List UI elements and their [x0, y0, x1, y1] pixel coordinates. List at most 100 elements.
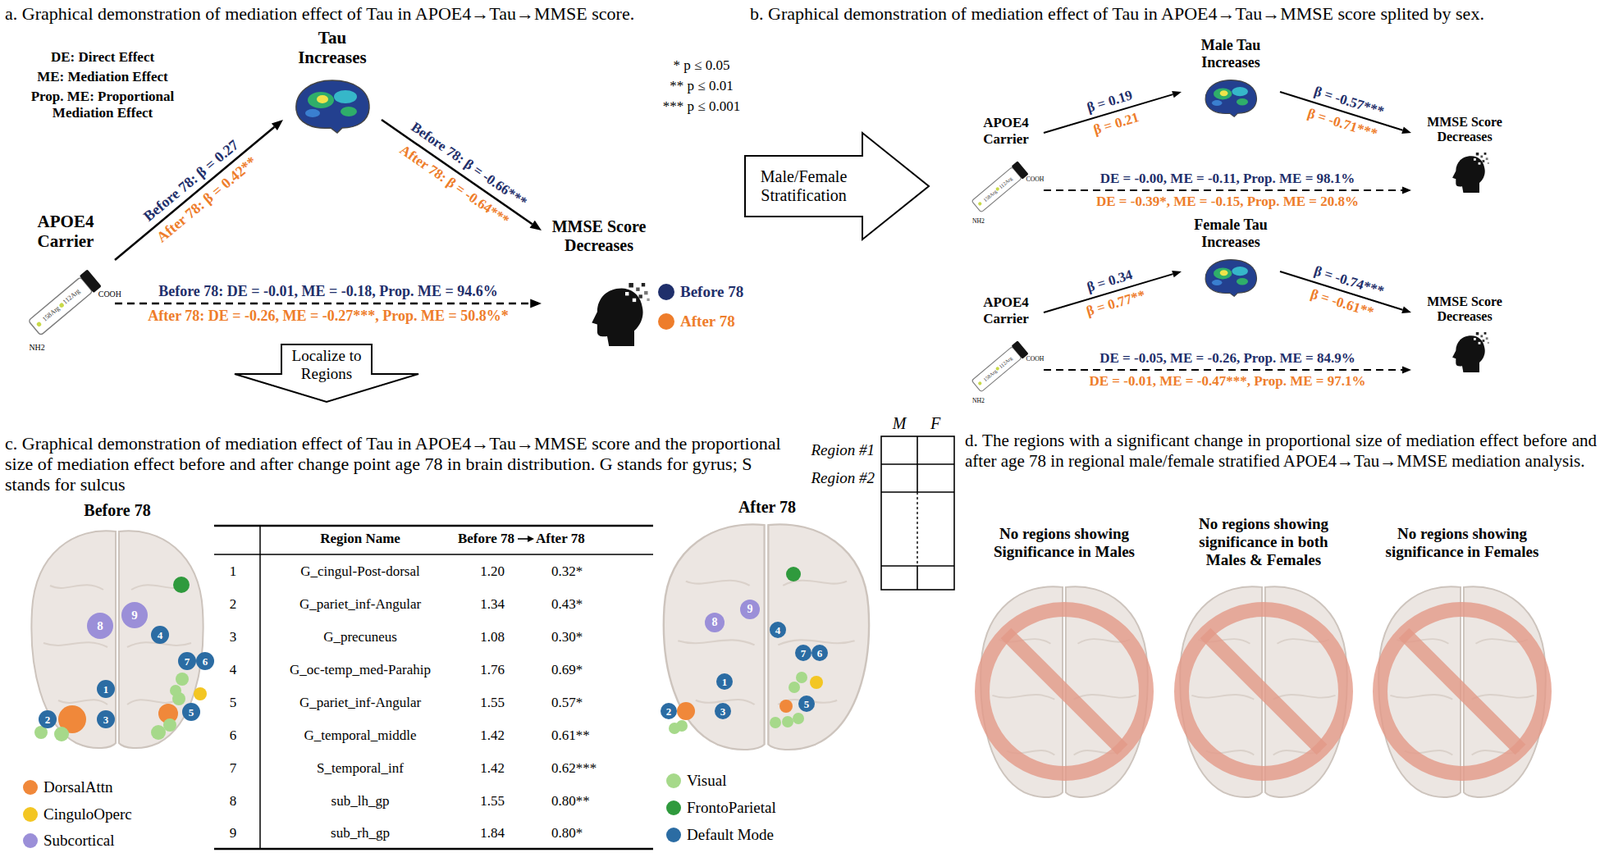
table-cell: G_temporal_middle — [304, 727, 417, 745]
prohibition-ring — [1181, 609, 1346, 774]
table-cell: 1.20 — [480, 563, 505, 581]
significance-note: *** p ≤ 0.001 — [662, 98, 741, 115]
region-dot — [175, 672, 189, 686]
male-tau-node: Male Tau Increases — [1181, 36, 1280, 119]
table-rule — [259, 525, 261, 850]
edge-label-after: β = 0.21 — [1091, 109, 1141, 138]
brain-note: No regions showing significance in Femal… — [1367, 525, 1557, 562]
brain-note: No regions showing Significance in Males — [969, 525, 1159, 562]
legend-label: Visual — [686, 772, 727, 791]
abbreviation-note: ME: Mediation Effect — [36, 68, 169, 86]
table-cell: 6 — [229, 727, 238, 745]
edge-label: DE = -0.00, ME = -0.11, Prop. ME = 98.1% — [1100, 170, 1356, 188]
arrowhead — [1401, 127, 1412, 134]
table-cell: 1.55 — [480, 694, 505, 712]
prohibition-bar — [1005, 633, 1123, 750]
table-cell: G_pariet_inf-Angular — [299, 694, 421, 712]
node-label: Male Tau Increases — [1181, 36, 1280, 71]
block-arrow-shape — [745, 132, 929, 240]
callout-number: 2 — [666, 706, 672, 718]
table-cell: 4 — [229, 662, 238, 679]
terminus-label: COOH — [98, 289, 122, 299]
region-dot — [792, 713, 805, 725]
arrowhead — [1171, 91, 1182, 98]
table-cell: G_pariet_inf-Angular — [299, 596, 421, 613]
table-cell: G_precuneus — [323, 629, 398, 646]
callout-number: 4 — [775, 625, 782, 636]
terminus-label: NH2 — [28, 342, 45, 352]
table-cell: 7 — [229, 760, 238, 778]
legend-label: After 78 — [680, 312, 736, 331]
table-rules — [214, 525, 654, 850]
callout-circle — [795, 644, 812, 662]
node-label: APOE4 Carrier — [16, 211, 115, 252]
table-cell: 0.80* — [551, 825, 583, 842]
table-cell: 0.61** — [551, 727, 590, 745]
table-cell: 1.34 — [480, 596, 505, 613]
callout-number: 7 — [800, 648, 807, 659]
panel-title: c. Graphical demonstration of mediation … — [4, 433, 785, 495]
edge-label-after: DE = -0.01, ME = -0.47***, Prop. ME = 97… — [1088, 373, 1366, 390]
apoe4-icon — [27, 269, 101, 337]
region-dot — [676, 702, 695, 721]
legend-swatch — [22, 780, 38, 796]
apoe4-carrier-node: APOE4 Carrier — [16, 211, 115, 353]
terminus-label: NH2 — [972, 218, 985, 226]
callout-number: 3 — [720, 706, 727, 718]
connector — [1043, 366, 1412, 375]
legend-swatch — [658, 313, 675, 330]
residue-label: 158Arg — [981, 368, 997, 384]
prohibition-ring — [1380, 609, 1545, 774]
callout-circle — [121, 602, 148, 629]
legend-swatch — [666, 773, 682, 789]
region-dot — [668, 722, 681, 735]
connector — [114, 298, 542, 308]
header-arrow — [517, 538, 529, 540]
no-region-brains — [980, 586, 1546, 798]
panel-title: d. The regions with a significant change… — [964, 430, 1597, 472]
table-cell: 1.08 — [480, 629, 505, 646]
region-dot — [786, 566, 801, 582]
connector — [114, 119, 284, 261]
callout-number: 7 — [184, 656, 191, 668]
mmse-node: MMSE Score Decreases — [541, 217, 657, 349]
connector-line — [114, 127, 275, 261]
apoe4-carrier-node: APOE4 Carrier — [968, 114, 1044, 215]
brain-before — [31, 530, 203, 749]
table-cell: 0.69* — [551, 662, 583, 679]
region-dot — [779, 699, 793, 714]
residue-label: 112Arg — [997, 174, 1014, 190]
table-cell: 0.80** — [551, 793, 590, 810]
callout-circle — [86, 612, 114, 640]
callout-circle — [811, 644, 828, 662]
edge-label-after: After 78: DE = -0.26, ME = -0.27***, Pro… — [147, 307, 509, 325]
table-cell: 0.62*** — [551, 760, 597, 778]
abbreviation-note: Prop. ME: Proportional Mediation Effect — [20, 88, 185, 121]
prohibition-bar — [1205, 633, 1322, 750]
prohibition-ring — [982, 609, 1147, 774]
tau-brain — [1205, 260, 1257, 298]
abbreviation-note: DE: Direct Effect — [50, 49, 155, 66]
node-label: MMSE Score Decreases — [541, 217, 657, 256]
terminus-label: COOH — [1026, 176, 1045, 184]
brain-note: No regions showing significance in both … — [1181, 515, 1346, 570]
table-cell: sub_rh_gp — [330, 825, 390, 842]
grid-line — [916, 436, 919, 493]
brain-females — [1378, 586, 1546, 798]
edge-label: Before 78: DE = -0.01, ME = -0.18, Prop.… — [158, 283, 499, 301]
callout-number: 8 — [712, 617, 718, 629]
callout-number: 8 — [96, 620, 104, 633]
connector-line — [381, 119, 533, 224]
node-label: Female Tau Increases — [1181, 216, 1280, 251]
terminus-label: COOH — [1026, 356, 1045, 364]
legend-label: Subcortical — [43, 832, 115, 851]
table-rule — [214, 553, 654, 556]
edge-label: DE = -0.05, ME = -0.26, Prop. ME = 84.9% — [1099, 350, 1356, 367]
grid-row-label: Region #1 — [810, 441, 875, 460]
brain-males — [980, 586, 1148, 798]
tau-brain — [1205, 80, 1257, 118]
table-cell: 5 — [229, 694, 238, 712]
callout-number: 4 — [157, 630, 164, 641]
grid-column-label: F — [930, 414, 941, 434]
brain-both — [1179, 586, 1348, 798]
